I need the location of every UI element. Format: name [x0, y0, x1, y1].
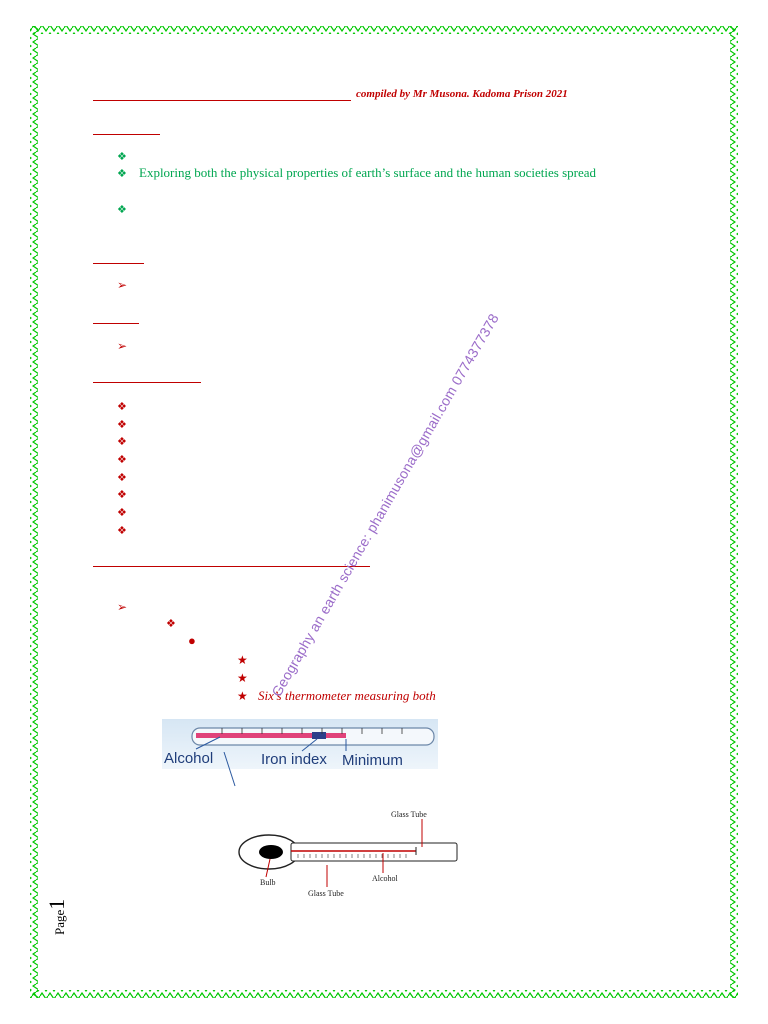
dot-bullet-icon: ●: [188, 633, 196, 648]
diamond-bullet-icon: ❖: [117, 168, 127, 180]
page-number-label: Page1: [44, 899, 70, 935]
diamond-bullet-icon: ❖: [117, 507, 127, 519]
diamond-bullet-icon: ❖: [117, 525, 127, 537]
diamond-bullet-icon: ❖: [166, 618, 176, 630]
arrow-bullet-icon: ➢: [117, 278, 128, 292]
arrow-bullet-icon: ➢: [117, 339, 128, 353]
star-bullet-icon: ★: [237, 671, 248, 685]
glass-tube-top-label: Glass Tube: [391, 810, 427, 819]
section-rule: [93, 323, 139, 324]
diamond-bullet-icon: ❖: [117, 204, 127, 216]
iron-index-label: Iron index: [261, 751, 327, 768]
section-rule-definition: [93, 134, 160, 135]
pointer-line: [223, 752, 236, 787]
glass-tube-bottom-label: Glass Tube: [308, 889, 344, 898]
diamond-bullet-icon: ❖: [117, 472, 127, 484]
section-rule: [93, 382, 201, 383]
six-thermometer-caption: Six’s thermometer measuring both: [258, 688, 436, 703]
title-rule: [93, 100, 351, 101]
diamond-bullet-icon: ❖: [117, 436, 127, 448]
alcohol-label: Alcohol: [164, 750, 213, 767]
diamond-bullet-icon: ❖: [117, 151, 127, 163]
alcohol-diagram-label: Alcohol: [372, 874, 399, 883]
minimum-label: Minimum: [342, 752, 403, 769]
diamond-bullet-icon: ❖: [117, 401, 127, 413]
bulb-label: Bulb: [260, 878, 276, 887]
page-number: 1: [44, 898, 69, 910]
author-credit: compiled by Mr Musona. Kadoma Prison 202…: [356, 88, 568, 100]
diamond-bullet-icon: ❖: [117, 489, 127, 501]
minimum-thermometer-image: Alcohol Iron index Minimum: [162, 719, 438, 769]
arrow-bullet-icon: ➢: [117, 600, 128, 614]
diamond-bullet-icon: ❖: [117, 454, 127, 466]
star-bullet-icon: ★: [237, 653, 248, 667]
section-rule: [93, 263, 144, 264]
star-bullet-icon: ★: [237, 689, 248, 703]
thermometer-diagram: Glass Tube Bulb Glass Tube Alcohol: [238, 810, 458, 898]
section-rule-long: [93, 566, 370, 567]
definition-bullet-text: Exploring both the physical properties o…: [139, 165, 597, 180]
page-word: Page: [52, 909, 67, 935]
diamond-bullet-icon: ❖: [117, 419, 127, 431]
